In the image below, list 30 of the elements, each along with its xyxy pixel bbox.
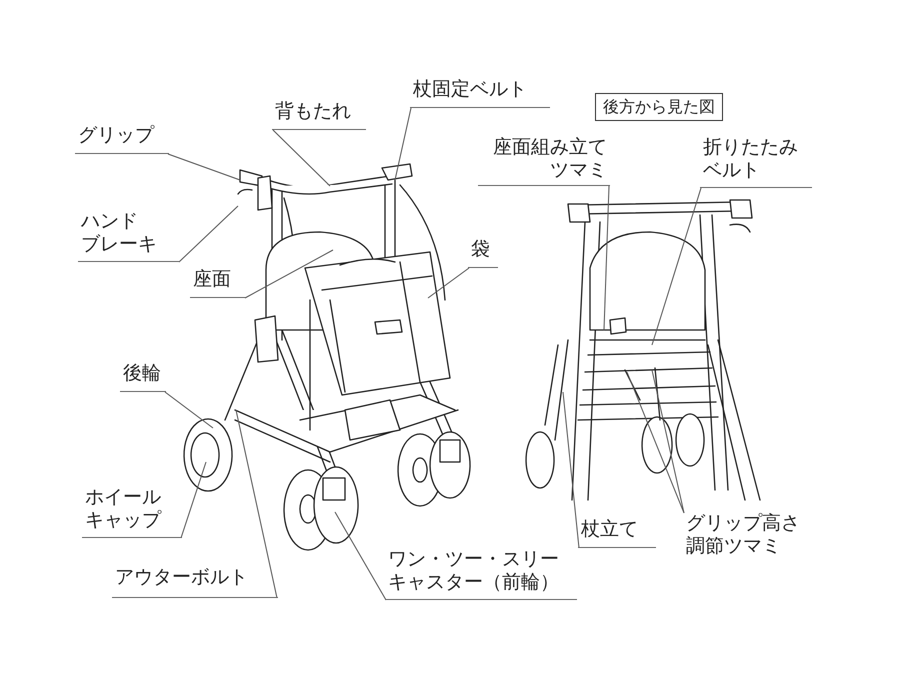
leader-line [626,372,684,514]
part-label: アウターボルト [112,566,278,598]
leader-line [604,186,610,330]
part-label: 座面 [190,268,246,298]
leader-line [652,188,702,346]
part-label: 背もたれ [272,100,366,130]
leader-line [236,410,278,598]
part-label: ハンドブレーキ [78,210,180,262]
part-label: ワン・ツー・スリーキャスター（前輪） [385,548,577,600]
part-label: 座面組み立てツマミ [478,136,610,186]
part-label: 袋 [468,238,498,268]
part-label: グリップ高さ調節ツマミ [683,512,813,566]
leader-line [652,370,684,514]
part-label: 杖立て [578,518,656,548]
leader-line [244,250,334,298]
leader-line [334,512,386,600]
part-label: 杖固定ベルト [410,78,550,108]
part-label: 後輪 [120,362,166,392]
leader-line [562,392,580,548]
leader-line [272,130,330,186]
leader-line [394,108,412,180]
leader-line [178,206,238,262]
part-label: ホイールキャップ [82,486,182,538]
part-label: 折りたたみベルト [700,136,812,188]
leader-line [164,392,214,428]
leader-line [180,462,206,538]
leader-line [428,268,470,298]
part-label: グリップ [75,124,169,154]
view-caption-box: 後方から見た図 [595,93,723,121]
leader-line [168,154,240,180]
